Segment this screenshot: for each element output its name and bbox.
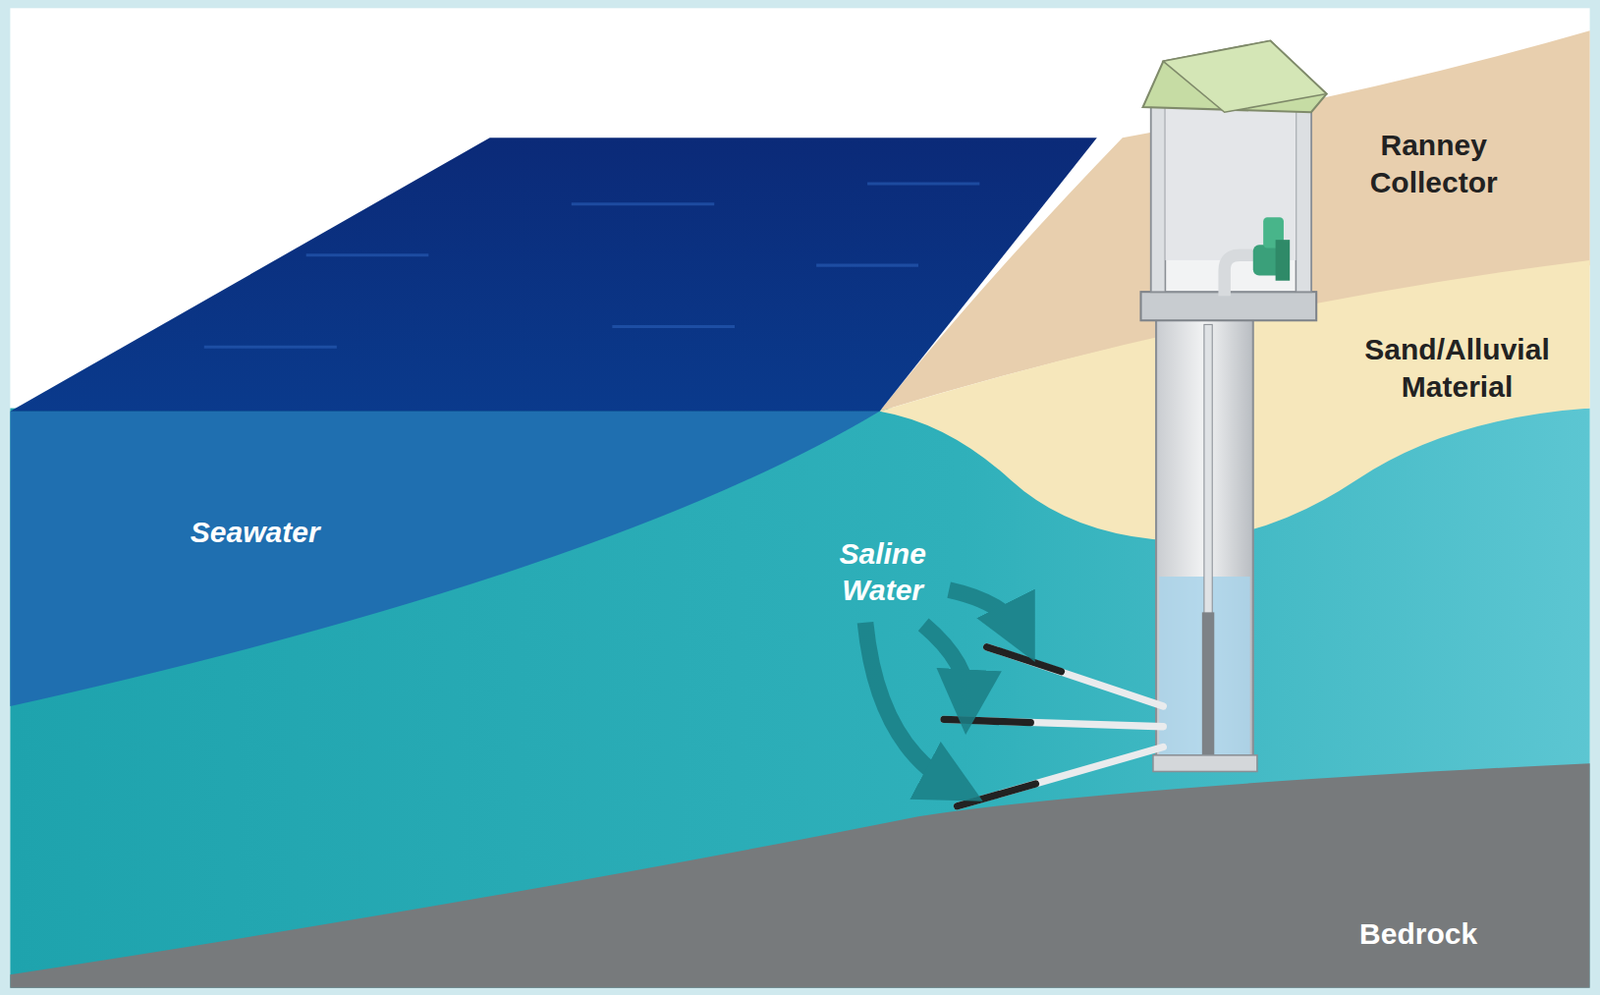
- layer-label: Bedrock: [1359, 915, 1478, 953]
- layer-label: Sand/Alluvial Material: [1344, 331, 1571, 405]
- water-label: Saline Water: [819, 534, 947, 608]
- component-label: Ranney Collector: [1321, 126, 1547, 201]
- water-label: Seawater: [190, 514, 321, 552]
